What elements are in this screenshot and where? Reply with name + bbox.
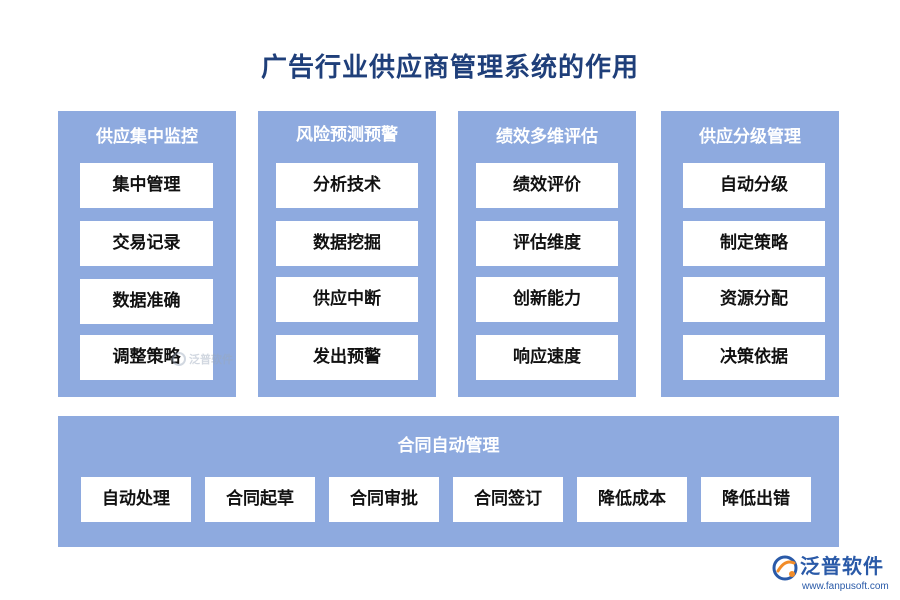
watermark-text: 泛普软件 — [189, 353, 233, 366]
panel-item: 评估维度 — [476, 221, 618, 266]
panel-item: 降低成本 — [577, 477, 687, 522]
page-title: 广告行业供应商管理系统的作用 — [260, 53, 639, 83]
panel-contract-auto-management: 合同自动管理 自动处理 合同起草 合同审批 合同签订 降低成本 降低出错 — [58, 416, 839, 547]
panel-multi-dimensional-performance-evaluation: 绩效多维评估 绩效评价 评估维度 创新能力 响应速度 — [458, 111, 636, 397]
panel-item: 合同审批 — [329, 477, 439, 522]
panel-item: 发出预警 — [276, 335, 418, 380]
panel-title: 供应集中监控 — [96, 127, 198, 147]
brand-logo-icon — [772, 555, 798, 581]
watermark: 泛普软件 — [172, 348, 242, 370]
watermark-logo-icon — [172, 352, 186, 366]
panel-item: 决策依据 — [683, 335, 825, 380]
panel-item: 供应中断 — [276, 277, 418, 322]
panel-item: 创新能力 — [476, 277, 618, 322]
panel-item: 交易记录 — [80, 221, 213, 266]
panel-item: 数据准确 — [80, 279, 213, 324]
panel-title: 风险预测预警 — [296, 125, 398, 145]
brand-name: 泛普软件 — [800, 554, 884, 578]
panel-item: 绩效评价 — [476, 163, 618, 208]
panel-item: 数据挖掘 — [276, 221, 418, 266]
panel-item: 调整策略 — [80, 335, 213, 380]
panel-title: 供应分级管理 — [699, 127, 801, 147]
panel-item: 分析技术 — [276, 163, 418, 208]
panel-item: 响应速度 — [476, 335, 618, 380]
panel-item: 资源分配 — [683, 277, 825, 322]
brand-url: www.fanpusoft.com — [802, 581, 889, 592]
panel-title: 合同自动管理 — [397, 436, 500, 456]
panel-item: 集中管理 — [80, 163, 213, 208]
panel-risk-prediction-warning: 风险预测预警 分析技术 数据挖掘 供应中断 发出预警 — [258, 111, 436, 397]
panel-item: 降低出错 — [701, 477, 811, 522]
panel-title: 绩效多维评估 — [496, 127, 598, 147]
panel-item: 自动分级 — [683, 163, 825, 208]
panel-supply-centralized-monitoring: 供应集中监控 集中管理 交易记录 数据准确 调整策略 — [58, 111, 236, 397]
panel-item: 合同起草 — [205, 477, 315, 522]
brand-logo: 泛普软件 www.fanpusoft.com — [770, 551, 895, 595]
panel-item: 合同签订 — [453, 477, 563, 522]
panel-supply-tiered-management: 供应分级管理 自动分级 制定策略 资源分配 决策依据 — [661, 111, 839, 397]
panel-item: 制定策略 — [683, 221, 825, 266]
panel-item: 自动处理 — [81, 477, 191, 522]
